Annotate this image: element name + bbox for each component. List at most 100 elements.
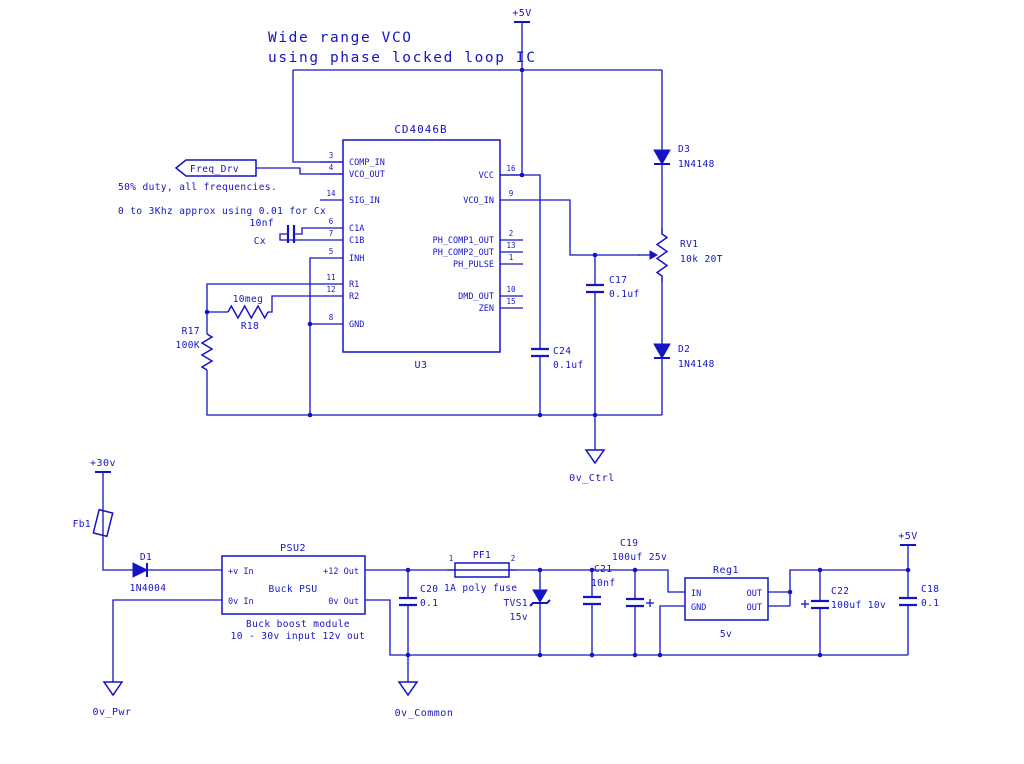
pin-name: IN bbox=[691, 589, 701, 599]
pin-name: SIG_IN bbox=[349, 196, 380, 206]
capacitor-c19: C19 100uf 25v bbox=[612, 538, 667, 608]
pin-number: 1 bbox=[449, 554, 454, 563]
pin-number: 2 bbox=[511, 554, 516, 563]
pin-number: 13 bbox=[506, 241, 515, 250]
freq-drv-net-label: Freq_Drv bbox=[174, 159, 257, 177]
capacitor-c20: C20 0.1 bbox=[399, 584, 438, 609]
pin-name: VCO_OUT bbox=[349, 170, 385, 180]
note-range: 0 to 3Khz approx using 0.01 for Cx bbox=[118, 206, 326, 217]
capacitor-c24: C24 0.1uf bbox=[531, 346, 584, 371]
note-buck1: Buck boost module bbox=[246, 619, 350, 630]
regulator-reg1: Reg1 IN GND OUT OUT 5v bbox=[684, 565, 769, 640]
wires bbox=[102, 22, 909, 682]
diode-d1: D1 1N4004 bbox=[130, 552, 166, 594]
pin-number: 4 bbox=[329, 163, 334, 172]
ground-label: 0v_Ctrl bbox=[569, 473, 615, 484]
pin-number: 8 bbox=[329, 313, 334, 322]
note-duty: 50% duty, all frequencies. bbox=[118, 182, 277, 193]
component-value: 0.1 bbox=[420, 598, 438, 609]
component-value: 0.1 bbox=[921, 598, 939, 609]
power-label: +5V bbox=[512, 8, 532, 19]
capacitor-c21: C21 10nf bbox=[583, 564, 615, 606]
pin-name: INH bbox=[349, 254, 364, 264]
pin-number: 5 bbox=[329, 247, 334, 256]
pin-name: PH_PULSE bbox=[453, 260, 494, 270]
component-ref: PF1 bbox=[473, 550, 491, 561]
component-ref: C24 bbox=[553, 346, 571, 357]
pin-name: R1 bbox=[349, 280, 359, 290]
pin-name: GND bbox=[349, 320, 364, 330]
pin-name: +12 Out bbox=[323, 567, 359, 577]
component-ref: D1 bbox=[140, 552, 152, 563]
component-ref: Fb1 bbox=[73, 519, 91, 530]
component-body-label: Buck PSU bbox=[269, 584, 318, 595]
junction-dots bbox=[204, 67, 911, 658]
component-value: 100K bbox=[176, 340, 200, 351]
component-ref: C19 bbox=[620, 538, 638, 549]
component-value: 1A poly fuse bbox=[444, 583, 517, 594]
component-ref: R18 bbox=[241, 321, 259, 332]
component-ref: PSU2 bbox=[280, 543, 306, 554]
component-ref: U3 bbox=[414, 360, 427, 371]
component-value: 100uf 25v bbox=[612, 552, 667, 563]
component-value: 10meg bbox=[233, 294, 264, 305]
component-ref: C20 bbox=[420, 584, 438, 595]
component-value: 5v bbox=[720, 629, 732, 640]
component-value: 100uf 10v bbox=[831, 600, 886, 611]
pin-number: 16 bbox=[506, 164, 516, 173]
pin-name: PH_COMP1_OUT bbox=[433, 236, 494, 246]
module-psu2: PSU2 +v In 0v In +12 Out 0v Out Buck PSU bbox=[221, 543, 366, 615]
pin-name: C1B bbox=[349, 236, 364, 246]
pin-number: 3 bbox=[329, 151, 334, 160]
pin-name: PH_COMP2_OUT bbox=[433, 248, 494, 258]
power-label: +30v bbox=[90, 458, 116, 469]
sheet-title: Wide range VCO using phase locked loop I… bbox=[268, 30, 537, 66]
component-ref: C22 bbox=[831, 586, 849, 597]
component-ref: C17 bbox=[609, 275, 627, 286]
title-line2: using phase locked loop IC bbox=[268, 50, 537, 66]
pin-name: OUT bbox=[747, 589, 762, 599]
diode-d3: D3 1N4148 bbox=[653, 144, 715, 170]
power-30v: +30v bbox=[90, 458, 116, 473]
diode-d2: D2 1N4148 bbox=[653, 343, 715, 370]
ground-label: 0v_Pwr bbox=[92, 707, 131, 718]
component-ref: Reg1 bbox=[713, 565, 739, 576]
component-ref: RV1 bbox=[680, 239, 698, 250]
component-value: 0.1uf bbox=[553, 360, 584, 371]
pin-number: 1 bbox=[509, 253, 514, 262]
pin-number: 6 bbox=[329, 217, 334, 226]
component-value: 1N4148 bbox=[678, 159, 715, 170]
component-value: 1N4148 bbox=[678, 359, 715, 370]
component-value: 10k 20T bbox=[680, 254, 723, 265]
pin-number: 14 bbox=[326, 189, 336, 198]
pin-name: R2 bbox=[349, 292, 359, 302]
pin-number: 9 bbox=[509, 189, 514, 198]
capacitor-cx: 10nf Cx bbox=[250, 218, 296, 247]
component-ref: R17 bbox=[182, 326, 200, 337]
pin-name: 0v Out bbox=[328, 597, 359, 607]
u3-pin-stubs bbox=[320, 161, 523, 325]
pin-number: 2 bbox=[509, 229, 514, 238]
pin-number: 7 bbox=[329, 229, 334, 238]
note-buck2: 10 - 30v input 12v out bbox=[231, 631, 366, 642]
component-value: 10nf bbox=[250, 218, 274, 229]
ground-0v-common: 0v_Common bbox=[395, 681, 453, 719]
power-5v-top: +5V bbox=[512, 8, 532, 23]
component-ref: C21 bbox=[594, 564, 612, 575]
component-value: CD4046B bbox=[394, 123, 447, 136]
capacitor-c18: C18 0.1 bbox=[899, 584, 939, 609]
pin-name: 0v In bbox=[228, 597, 254, 607]
fuse-pf1: PF1 1 2 1A poly fuse bbox=[444, 550, 517, 594]
pin-name: ZEN bbox=[479, 304, 494, 314]
ferrite-bead-fb1: Fb1 bbox=[73, 508, 114, 538]
resistor-r17: R17 100K bbox=[176, 326, 214, 371]
tvs-diode-tvs1: TVS1 15v bbox=[504, 589, 551, 623]
pin-name: +v In bbox=[228, 567, 254, 577]
title-line1: Wide range VCO bbox=[268, 30, 413, 46]
net-label-text: Freq_Drv bbox=[190, 164, 239, 175]
pin-name: VCC bbox=[479, 171, 494, 181]
component-ref: D3 bbox=[678, 144, 690, 155]
pin-number: 10 bbox=[506, 285, 516, 294]
ic-u3-cd4046b: CD4046B U3 COMP_IN VCO_OUT SIG_IN C1A C1… bbox=[320, 123, 523, 371]
